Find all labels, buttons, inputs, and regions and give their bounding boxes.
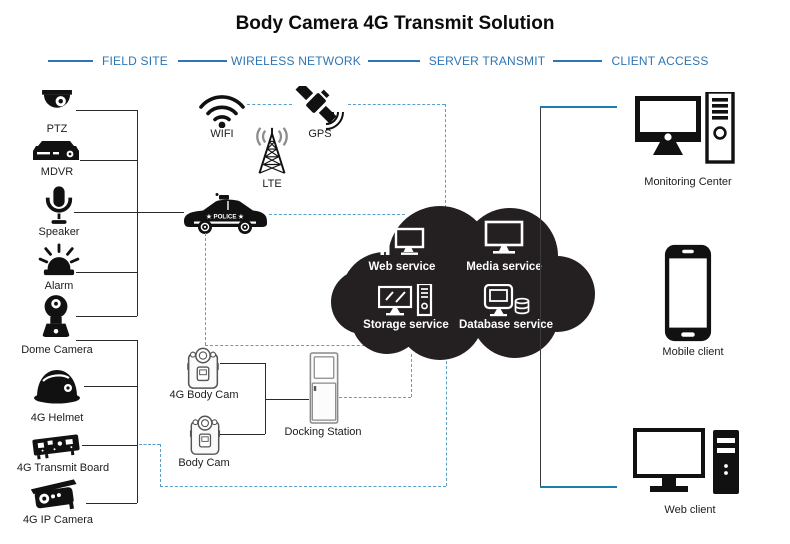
connector-line xyxy=(76,110,137,111)
connector-line xyxy=(82,445,137,446)
wifi-label: WIFI xyxy=(210,128,234,140)
docking-station-icon xyxy=(309,352,339,424)
bullet-camera-icon xyxy=(28,478,84,514)
connector-line xyxy=(76,340,137,341)
dashed-link xyxy=(339,397,411,398)
desktop-tower-computer-icon xyxy=(634,92,736,174)
database-service-icon xyxy=(481,284,533,318)
connector-line xyxy=(265,363,266,434)
database-service-label: Database service xyxy=(459,319,553,331)
body-camera-icon xyxy=(189,414,221,456)
connector-line xyxy=(86,503,137,504)
dashed-link xyxy=(160,486,446,487)
header-divider xyxy=(553,60,602,62)
mobile-client-label: Mobile client xyxy=(662,346,724,358)
4g-ip-camera-label: 4G IP Camera xyxy=(22,514,94,526)
helmet-icon xyxy=(32,366,82,410)
storage-service-icon xyxy=(378,284,434,317)
4g-transmit-board-label: 4G Transmit Board xyxy=(16,462,110,474)
connector-line xyxy=(220,363,265,364)
web-service-label: Web service xyxy=(368,261,436,273)
connector-line xyxy=(76,316,137,317)
4g-body-cam-label: 4G Body Cam xyxy=(169,389,239,401)
dome-camera-icon xyxy=(37,292,75,342)
server-cloud xyxy=(325,194,595,362)
media-service-label: Media service xyxy=(466,261,542,273)
connector-line xyxy=(220,434,265,435)
body-cam-label: Body Cam xyxy=(178,457,230,469)
body-camera-icon xyxy=(186,346,220,390)
satellite-icon xyxy=(292,86,348,130)
dashed-link xyxy=(247,104,292,105)
lte-label: LTE xyxy=(262,178,282,190)
web-service-icon xyxy=(375,222,427,256)
alarm-label: Alarm xyxy=(44,280,74,292)
dashed-link xyxy=(160,444,161,487)
web-client-label: Web client xyxy=(664,504,716,516)
client-link xyxy=(540,486,617,488)
dashed-link xyxy=(205,345,385,346)
media-service-icon xyxy=(479,220,529,256)
dashed-link xyxy=(348,104,445,105)
client-link xyxy=(540,106,617,108)
bracket-line xyxy=(137,110,138,316)
monitoring-center-label: Monitoring Center xyxy=(644,176,732,188)
gps-label: GPS xyxy=(308,128,332,140)
dashed-link xyxy=(269,214,405,215)
connector-line xyxy=(76,272,137,273)
mdvr-recorder-icon xyxy=(32,138,80,164)
connector-line xyxy=(265,399,309,400)
dashed-link xyxy=(205,233,206,345)
dashed-link xyxy=(445,104,446,208)
connector-line xyxy=(80,160,137,161)
section-client-access: CLIENT ACCESS xyxy=(611,54,709,68)
header-divider xyxy=(368,60,420,62)
header-divider xyxy=(48,60,93,62)
connector-line xyxy=(84,386,137,387)
dashed-link xyxy=(411,354,412,397)
section-wireless-network: WIRELESS NETWORK xyxy=(231,54,361,68)
section-server-transmit: SERVER TRANSMIT xyxy=(428,54,546,68)
alarm-siren-icon xyxy=(38,243,80,277)
dashed-link xyxy=(446,356,447,486)
wifi-icon xyxy=(196,92,248,128)
connector-line xyxy=(74,212,184,213)
police-car-icon: ★ POLICE ★ xyxy=(181,192,269,238)
mdvr-label: MDVR xyxy=(40,166,74,178)
page-title: Body Camera 4G Transmit Solution xyxy=(235,13,555,34)
smartphone-icon xyxy=(663,242,713,344)
police-car-text: ★ POLICE ★ xyxy=(205,214,244,221)
circuit-board-icon xyxy=(30,428,82,462)
microphone-icon xyxy=(44,186,74,226)
dome-camera-label: Dome Camera xyxy=(21,344,93,356)
docking-station-label: Docking Station xyxy=(284,426,362,438)
4g-helmet-label: 4G Helmet xyxy=(30,412,84,424)
client-trunk-line xyxy=(540,107,541,487)
header-divider xyxy=(178,60,227,62)
section-field-site: FIELD SITE xyxy=(101,54,168,68)
ptz-dome-camera-icon xyxy=(38,90,76,118)
speaker-label: Speaker xyxy=(38,226,80,238)
ptz-label: PTZ xyxy=(46,123,68,135)
bracket-line xyxy=(137,340,138,503)
cell-tower-icon xyxy=(245,125,299,177)
desktop-tower-computer-icon xyxy=(633,428,743,504)
dashed-link xyxy=(139,444,160,445)
storage-service-label: Storage service xyxy=(363,319,449,331)
